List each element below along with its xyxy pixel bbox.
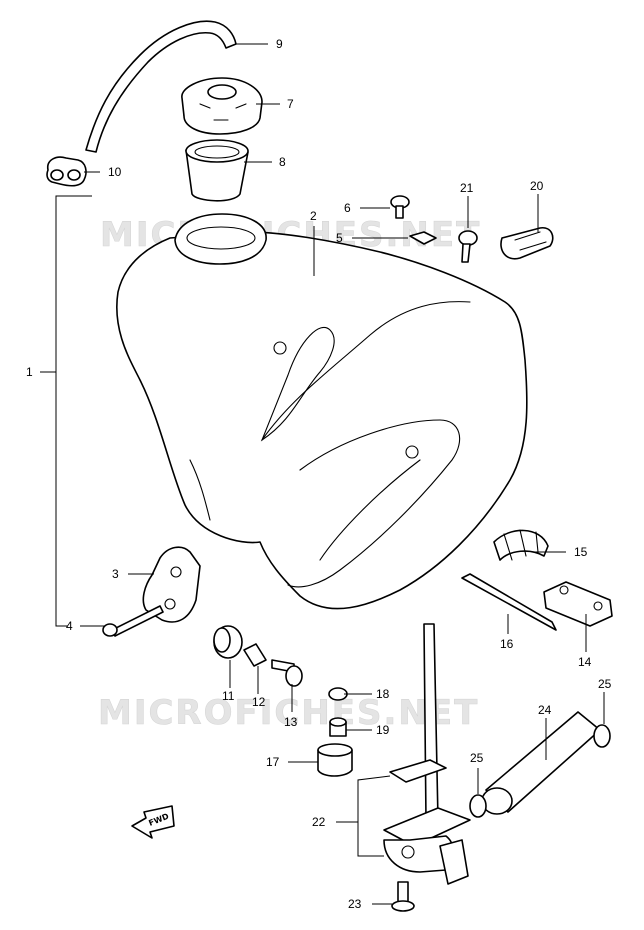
callout-25-upper: 25 <box>598 677 612 691</box>
callout-23: 23 <box>348 897 362 911</box>
holder-part-14 <box>543 581 613 627</box>
clamp-part-25 <box>469 724 611 818</box>
collar-part-19 <box>329 717 347 737</box>
screw-part-23 <box>391 881 415 912</box>
callout-22: 22 <box>312 815 326 829</box>
screw-part-6 <box>390 195 410 219</box>
filler-cup <box>185 139 249 202</box>
tie-part-16 <box>461 573 557 631</box>
callout-16: 16 <box>500 637 514 651</box>
clip-part-5 <box>409 231 437 245</box>
cushion-part-20 <box>500 227 554 260</box>
callout-5: 5 <box>336 231 343 245</box>
fuel-cap <box>181 77 263 135</box>
hose-joint <box>46 156 87 187</box>
callout-7: 7 <box>287 97 294 111</box>
callout-10: 10 <box>108 165 122 179</box>
callout-15: 15 <box>574 545 588 559</box>
callout-25-lower: 25 <box>470 751 484 765</box>
collar-part-12 <box>243 643 267 667</box>
callout-14: 14 <box>578 655 592 669</box>
grommet-part-11 <box>213 625 243 659</box>
callout-13: 13 <box>284 715 298 729</box>
callout-3: 3 <box>112 567 119 581</box>
watermark-bottom: MICROFICHES.NET <box>98 693 479 733</box>
vent-hose <box>85 20 237 153</box>
callout-18: 18 <box>376 687 390 701</box>
callout-9: 9 <box>276 37 283 51</box>
fuel-tank <box>116 213 528 610</box>
callout-19: 19 <box>376 723 390 737</box>
callout-1: 1 <box>26 365 33 379</box>
bracket-bolt <box>102 605 164 637</box>
callout-2: 2 <box>310 209 317 223</box>
callout-12: 12 <box>252 695 266 709</box>
callout-8: 8 <box>279 155 286 169</box>
cushion-part-17 <box>317 743 353 777</box>
fuel-cock <box>383 623 471 885</box>
callout-21: 21 <box>460 181 474 195</box>
callout-11: 11 <box>222 689 235 703</box>
callout-6: 6 <box>344 201 351 215</box>
fuel-hose <box>481 711 601 815</box>
forward-arrow-icon: FWD <box>131 805 175 839</box>
tank-bracket <box>142 546 201 623</box>
callout-20: 20 <box>530 179 544 193</box>
callout-17: 17 <box>266 755 280 769</box>
callout-24: 24 <box>538 703 552 717</box>
bolt-part-13 <box>271 659 303 687</box>
damper-part-15 <box>493 529 549 561</box>
callout-4: 4 <box>66 619 73 633</box>
screw-part-21 <box>458 230 478 263</box>
